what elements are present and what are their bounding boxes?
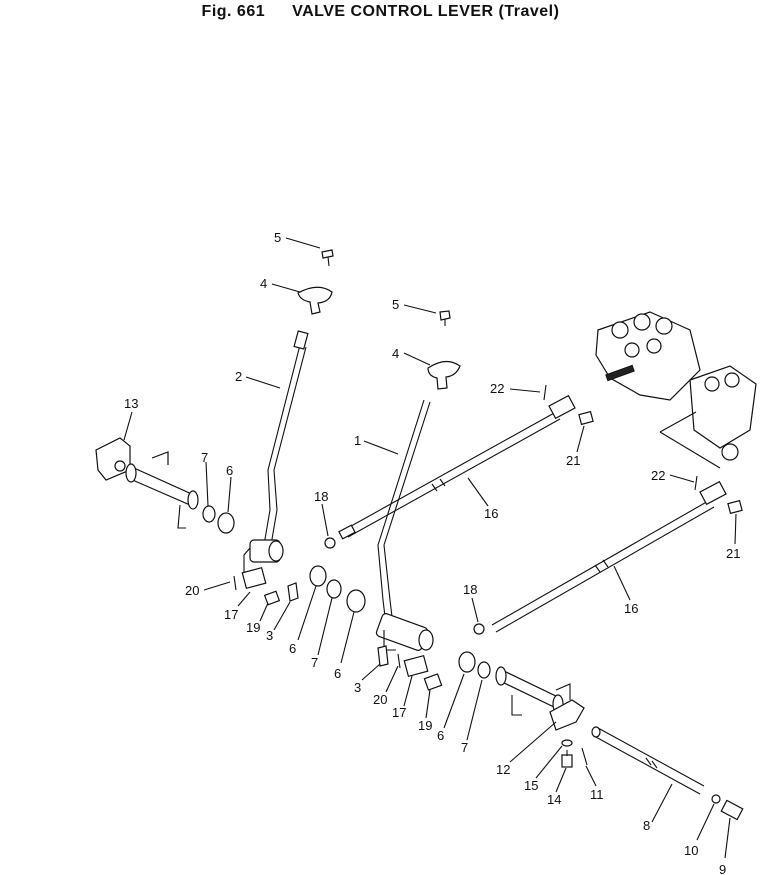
- callout-22-lower: 22: [651, 468, 665, 483]
- callout-6-mid: 6: [289, 641, 296, 656]
- bolt-14: [561, 750, 573, 768]
- callout-16-upper: 16: [484, 506, 498, 521]
- leader-lines: [123, 237, 737, 859]
- bolt-21-lower: [727, 499, 743, 515]
- callout-16-lower: 16: [624, 601, 638, 616]
- figure-caption: VALVE CONTROL LEVER (Travel): [292, 3, 560, 20]
- callout-3-right: 3: [354, 680, 361, 695]
- screw-5-left: [321, 249, 334, 267]
- bolt-21-upper: [578, 410, 594, 426]
- washer-10: [711, 794, 721, 804]
- shaft-tube-left: [125, 463, 199, 529]
- bushing-6-mid: [309, 565, 327, 587]
- callout-15: 15: [524, 778, 538, 793]
- lever-1: [377, 399, 431, 626]
- bolt-19-right: [423, 673, 443, 691]
- knob-4-left: [297, 286, 333, 315]
- callout-18-lower: 18: [463, 582, 477, 597]
- washer-15: [561, 739, 573, 747]
- callout-20-right: 20: [373, 692, 387, 707]
- callout-4-right: 4: [392, 346, 399, 361]
- bushing-6-left: [217, 512, 235, 534]
- bushing-7-right: [477, 661, 491, 679]
- bolt-19-left: [263, 590, 281, 606]
- callout-6-mid2: 6: [334, 666, 341, 681]
- screw-5-right: [439, 310, 451, 326]
- pin-22-upper: [543, 384, 547, 401]
- bracket-12: [549, 683, 585, 731]
- callout-19-left: 19: [246, 620, 260, 635]
- callout-2: 2: [235, 369, 242, 384]
- callout-6-right: 6: [437, 728, 444, 743]
- figure-number: Fig. 661: [201, 3, 266, 20]
- callout-5-right: 5: [392, 297, 399, 312]
- callout-12: 12: [496, 762, 510, 777]
- callout-21-lower: 21: [726, 546, 740, 561]
- bolt-9: [720, 799, 744, 821]
- lever-2: [263, 330, 309, 546]
- callout-14: 14: [547, 792, 561, 807]
- callout-9: 9: [719, 862, 726, 875]
- pin-20-left: [233, 575, 237, 591]
- callout-6-left: 6: [226, 463, 233, 478]
- knob-4-right: [427, 360, 461, 390]
- callout-11: 11: [590, 787, 604, 802]
- callout-1: 1: [354, 433, 361, 448]
- pin-20-right: [397, 653, 401, 669]
- callout-19-right: 19: [418, 718, 432, 733]
- control-valve: [595, 311, 757, 469]
- rod-16-upper: [338, 394, 576, 540]
- callout-17-right: 17: [392, 705, 406, 720]
- callout-7-mid: 7: [311, 655, 318, 670]
- callout-18-upper: 18: [314, 489, 328, 504]
- lever-base-left: [241, 539, 284, 590]
- nut-18-lower: [473, 623, 485, 635]
- callout-17-left: 17: [224, 607, 238, 622]
- bracket-13: [95, 437, 169, 481]
- lever-base-right: [375, 613, 434, 678]
- callout-20-left: 20: [185, 583, 199, 598]
- callout-5-left: 5: [274, 230, 281, 245]
- callout-labels: 5 4 2 5 4 22 1 13 7 6 21 18 16 22 20 17 …: [124, 230, 740, 875]
- shaft-tube-right: [495, 666, 564, 716]
- callout-3-left: 3: [266, 628, 273, 643]
- pin-22-lower: [694, 475, 698, 491]
- callout-21-upper: 21: [566, 453, 580, 468]
- bushing-6-right: [458, 651, 476, 673]
- bushing-7-left: [202, 505, 216, 523]
- callout-13: 13: [124, 396, 138, 411]
- fitting-3-right: [377, 645, 389, 667]
- bushing-7-mid: [326, 579, 342, 599]
- pin-11: [581, 747, 588, 766]
- bushing-6-mid2: [346, 589, 366, 613]
- callout-22-upper: 22: [490, 381, 504, 396]
- callout-8: 8: [643, 818, 650, 833]
- rod-8: [591, 726, 705, 795]
- callout-4-left: 4: [260, 276, 267, 291]
- nut-18-upper: [324, 537, 336, 549]
- figure-title: Fig. 661 VALVE CONTROL LEVER (Travel): [0, 3, 761, 21]
- callout-7-left: 7: [201, 450, 208, 465]
- rod-16-lower: [491, 480, 727, 633]
- fitting-3-left: [287, 582, 299, 602]
- callout-10: 10: [684, 843, 698, 858]
- callout-7-right: 7: [461, 740, 468, 755]
